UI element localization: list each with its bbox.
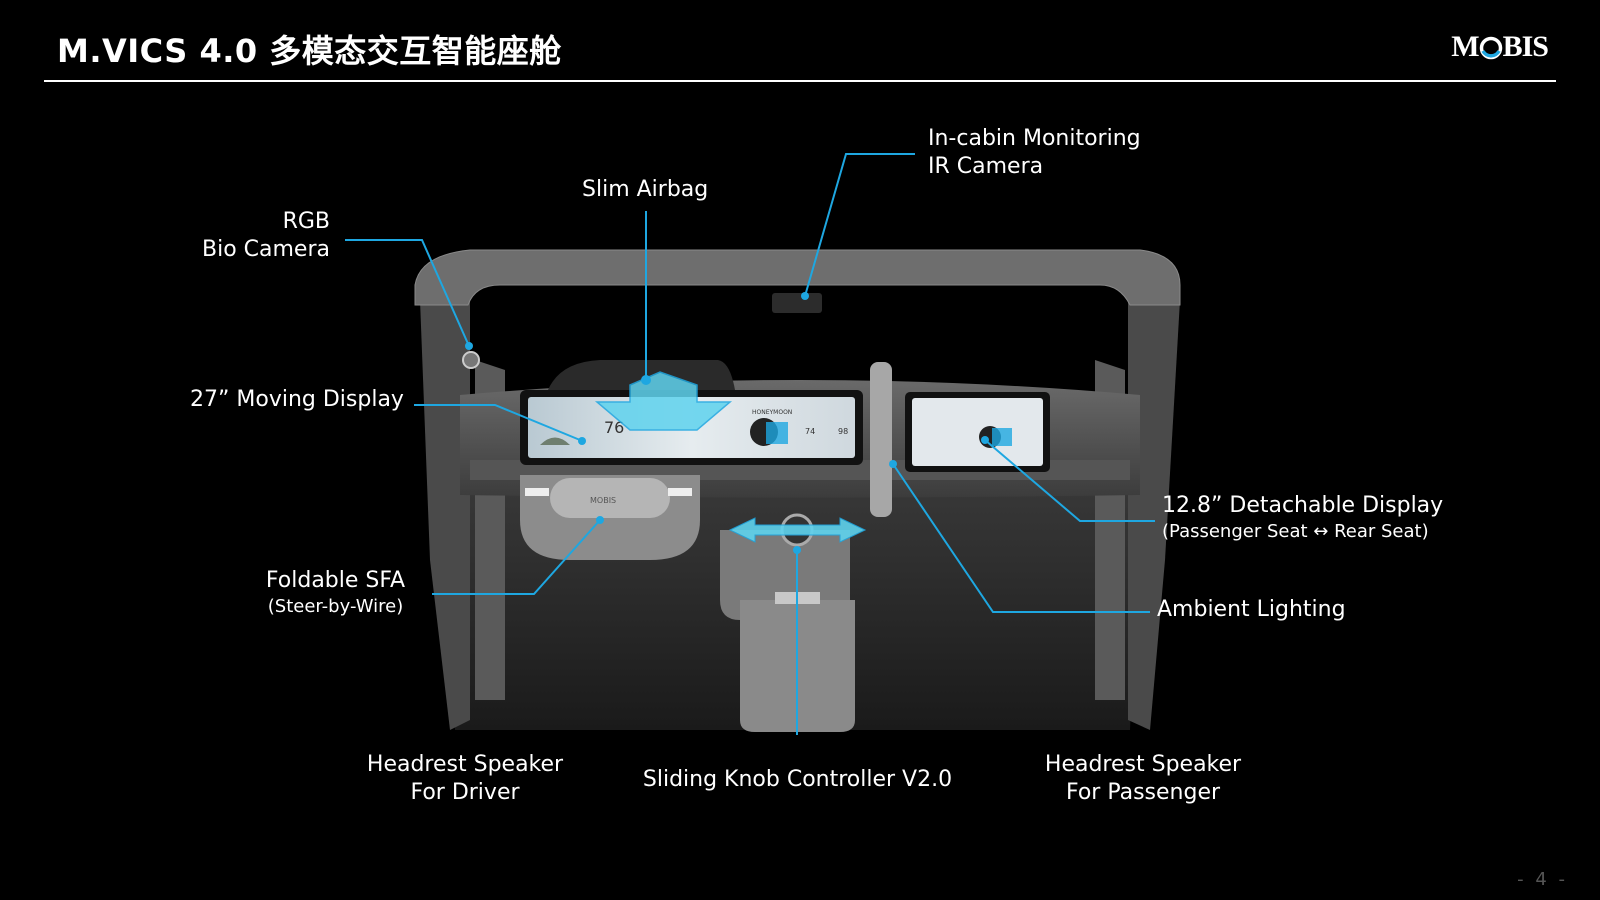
detachable-display-screen xyxy=(912,398,1043,466)
label-ambient: Ambient Lighting xyxy=(1157,597,1346,622)
label-ir-line2: IR Camera xyxy=(928,154,1044,179)
display-temp-a: 74 xyxy=(805,427,815,436)
label-speaker-driver-line2: For Driver xyxy=(410,780,520,805)
knob-slide-arrow xyxy=(728,517,867,543)
label-ir-camera: In-cabin Monitoring IR Camera xyxy=(928,125,1141,181)
leader-dots xyxy=(465,292,989,554)
title-underline xyxy=(44,80,1556,82)
display-speed: 76 xyxy=(604,418,624,437)
mobis-logo: M BIS xyxy=(1451,30,1549,64)
leader-lines xyxy=(345,153,1155,735)
label-speaker-passenger: Headrest Speaker For Passenger xyxy=(1018,751,1268,807)
rgb-camera xyxy=(462,351,480,369)
label-rgb-line2: Bio Camera xyxy=(202,237,330,262)
right-pillar xyxy=(1128,300,1180,730)
ir-camera-housing xyxy=(772,293,822,313)
label-detachable-sub: (Passenger Seat ↔ Rear Seat) xyxy=(1162,521,1429,542)
label-rgb-line1: RGB xyxy=(282,209,330,234)
label-speaker-passenger-line2: For Passenger xyxy=(1065,780,1221,805)
label-airbag: Slim Airbag xyxy=(582,177,709,202)
label-knob: Sliding Knob Controller V2.0 xyxy=(642,767,953,792)
ambient-light-bar xyxy=(870,362,892,517)
page-title: M.VICS 4.0 多模态交互智能座舱 xyxy=(57,32,562,70)
label-sfa-sub: (Steer-by-Wire) xyxy=(267,596,404,617)
label-detachable-main: 12.8” Detachable Display xyxy=(1162,493,1444,518)
label-detachable-display: 12.8” Detachable Display (Passenger Seat… xyxy=(1162,492,1443,544)
label-sfa: Foldable SFA (Steer-by-Wire) xyxy=(248,567,423,619)
label-speaker-driver: Headrest Speaker For Driver xyxy=(340,751,590,807)
wheel-brand: MOBIS xyxy=(590,496,616,505)
roof-arch xyxy=(414,249,1181,306)
left-pillar xyxy=(420,300,470,730)
label-rgb-camera: RGB Bio Camera xyxy=(202,208,330,264)
logo-o-icon xyxy=(1479,30,1503,64)
label-ir-line1: In-cabin Monitoring xyxy=(928,126,1141,151)
airbag-deploy-shape xyxy=(594,371,733,431)
label-moving-display: 27” Moving Display xyxy=(190,387,404,412)
label-speaker-passenger-line1: Headrest Speaker xyxy=(1044,752,1242,777)
label-sfa-main: Foldable SFA xyxy=(265,568,406,593)
label-speaker-driver-line1: Headrest Speaker xyxy=(366,752,564,777)
display-temp-b: 98 xyxy=(838,427,848,436)
page-number: - 4 - xyxy=(1517,869,1568,890)
display-media-title: HONEYMOON xyxy=(752,409,792,416)
